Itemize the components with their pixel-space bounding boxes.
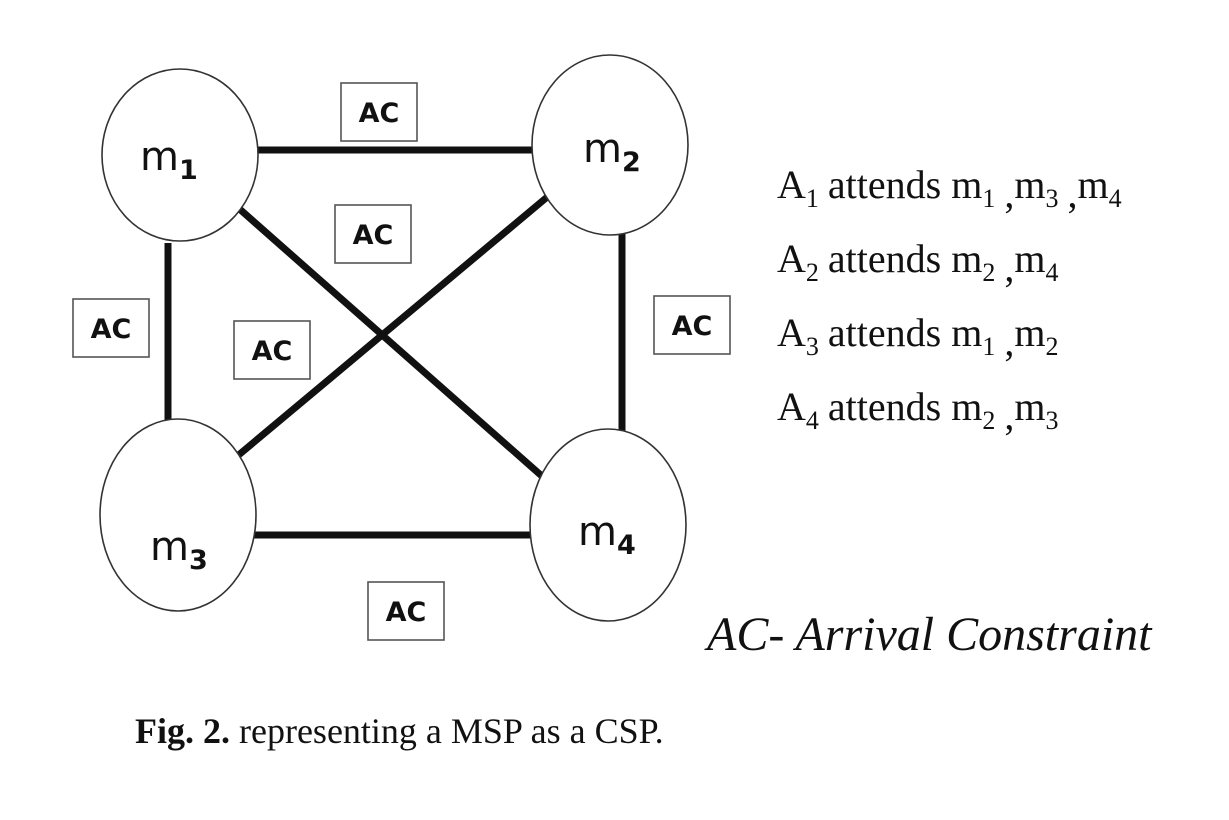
meeting-name: m [951, 162, 982, 207]
node-label-subscript: 3 [189, 545, 208, 576]
agent-name: A [777, 384, 806, 429]
node-label-base: m [583, 126, 622, 172]
agent-subscript: 4 [806, 406, 819, 435]
ac-label-box: AC [233, 320, 311, 380]
agent-subscript: 3 [806, 332, 819, 361]
node-ellipse-m1 [101, 68, 259, 242]
node-m2: m2 [531, 54, 689, 236]
meeting-name: m [951, 236, 982, 281]
node-m4: m4 [529, 428, 687, 622]
meeting-subscript: 4 [1109, 184, 1122, 213]
ac-box-m3-m4 [367, 581, 445, 641]
edge-m2-m3 [232, 190, 555, 461]
meeting-name: m [1014, 384, 1045, 429]
meeting-subscript: 1 [982, 184, 995, 213]
node-m3: m3 [99, 418, 257, 612]
meeting-subscript: 2 [1045, 332, 1058, 361]
ac-label-m2-m3: AC [252, 336, 293, 367]
ac-label-m1-m4: AC [353, 220, 394, 251]
attends-verb: attends [828, 310, 941, 355]
ac-label-box: AC [72, 298, 150, 358]
meeting-separator: , [1004, 393, 1014, 438]
meeting-subscript: 4 [1045, 258, 1058, 287]
legend-text: AC- Arrival Constraint [704, 608, 1153, 661]
ac-label-box: AC [340, 82, 418, 142]
agent-subscript: 2 [806, 258, 819, 287]
node-label-base: m [578, 509, 617, 555]
node-label-base: m [150, 524, 189, 570]
node-ellipse-m2 [531, 54, 689, 236]
meeting-name: m [1014, 162, 1045, 207]
meeting-name: m [1077, 162, 1108, 207]
meeting-separator: , [1004, 245, 1014, 290]
node-ellipse-m4 [529, 428, 687, 622]
caption-text: representing a MSP as a CSP. [230, 711, 664, 751]
meeting-subscript: 1 [982, 332, 995, 361]
attends-verb: attends [828, 236, 941, 281]
agent-name: A [777, 162, 806, 207]
ac-label-m1-m3: AC [91, 314, 132, 345]
node-label-subscript: 2 [622, 147, 641, 178]
node-label-base: m [140, 134, 179, 180]
node-label-m1: m1 [140, 134, 198, 186]
ac-box-m2-m3 [233, 320, 311, 380]
attends-verb: attends [828, 384, 941, 429]
node-label-m4: m4 [578, 509, 636, 561]
meeting-subscript: 3 [1045, 406, 1058, 435]
meeting-subscript: 3 [1045, 184, 1058, 213]
ac-box-m1-m2 [340, 82, 418, 142]
node-m1: m1 [101, 68, 259, 242]
node-label-subscript: 4 [617, 530, 636, 561]
node-label-m2: m2 [583, 126, 641, 178]
ac-box-m1-m3 [72, 298, 150, 358]
ac-box-m1-m4 [334, 204, 412, 264]
node-label-subscript: 1 [179, 155, 198, 186]
meeting-subscript: 2 [982, 406, 995, 435]
meeting-name: m [1014, 310, 1045, 355]
edge-m1-m4 [232, 202, 555, 488]
ac-label-m2-m4: AC [672, 311, 713, 342]
agent-subscript: 1 [806, 184, 819, 213]
meeting-subscript: 2 [982, 258, 995, 287]
meeting-separator: , [1004, 171, 1014, 216]
attends-verb: attends [828, 162, 941, 207]
ac-label-m3-m4: AC [386, 597, 427, 628]
figure-caption: Fig. 2. representing a MSP as a CSP. [135, 710, 664, 752]
ac-label-m1-m2: AC [359, 98, 400, 129]
node-label-m3: m3 [150, 524, 208, 576]
meeting-name: m [951, 384, 982, 429]
ac-box-m2-m4 [653, 295, 731, 355]
ac-label-box: AC [334, 204, 412, 264]
ac-label-box: AC [653, 295, 731, 355]
meeting-separator: , [1004, 319, 1014, 364]
node-ellipse-m3 [99, 418, 257, 612]
meeting-name: m [1014, 236, 1045, 281]
ac-label-box: AC [367, 581, 445, 641]
meeting-name: m [951, 310, 982, 355]
agent-name: A [777, 310, 806, 355]
meeting-separator: , [1067, 171, 1077, 216]
caption-label: Fig. 2. [135, 711, 230, 751]
agent-name: A [777, 236, 806, 281]
